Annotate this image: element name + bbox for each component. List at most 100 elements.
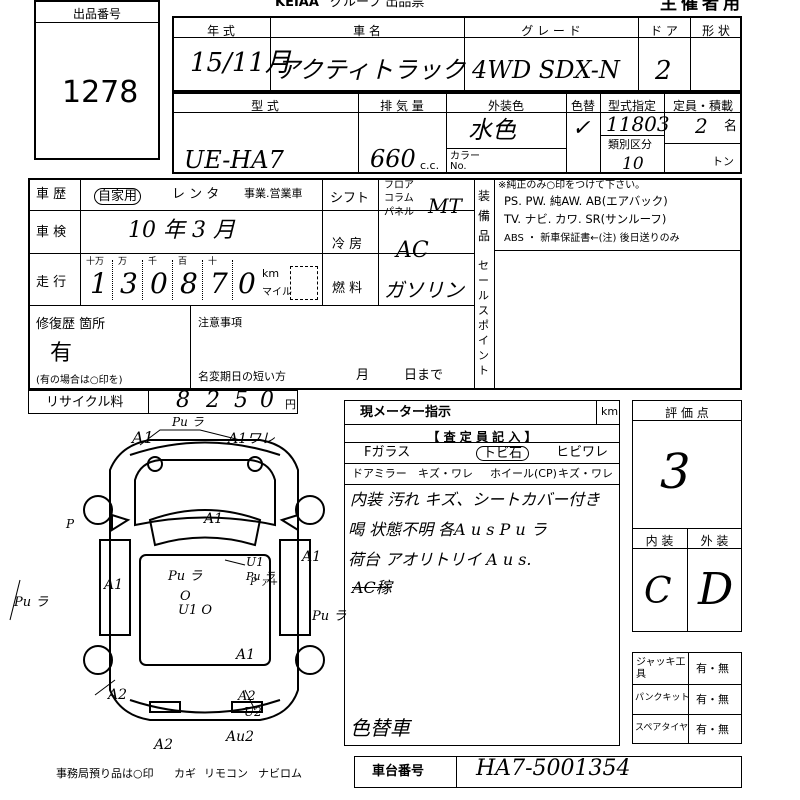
ac-label: 冷 房 <box>332 237 363 252</box>
damage-mark-13: P ァ+ <box>250 577 279 588</box>
load-unit: トン <box>712 155 734 168</box>
exterior-grade: D <box>698 564 734 615</box>
class-label: 類別区分 <box>608 138 652 151</box>
inspector-header: 【 査 定 員 記 入 】 <box>427 430 537 444</box>
puncture-value[interactable]: 有・無 <box>696 693 729 706</box>
color-change-label: 色替 <box>570 99 595 113</box>
mileage-unit-mile: マイル <box>262 287 292 298</box>
equipment-note: ※純正のみ○印をつけて下さい。 <box>498 180 646 191</box>
damage-mark-21: Au2 <box>226 729 255 745</box>
color-label: 外装色 <box>487 99 524 113</box>
repair-note: (有の場合は○印を) <box>36 375 123 386</box>
damage-mark-6: A1 <box>104 577 124 593</box>
capacity-unit: 名 <box>724 119 738 134</box>
mirror-label: ドアミラー <box>352 467 407 480</box>
shift-label: シフト <box>330 191 370 206</box>
glass-chip[interactable]: トビ石 <box>476 446 530 461</box>
history-table <box>28 178 742 390</box>
name-change-month: 月 <box>356 368 370 383</box>
displacement-value: 660 <box>370 145 416 173</box>
capacity-value: 2 <box>695 114 708 138</box>
damage-mark-2: Pu ラ <box>172 415 204 429</box>
shift-opt-column: コラム <box>384 193 414 204</box>
type-label: 型 式 <box>251 99 279 113</box>
office-item-key: カギ <box>174 767 196 780</box>
comment-4: AC稼 <box>352 578 392 597</box>
damage-mark-9: U1 O <box>178 603 213 618</box>
name-value: アクティトラック <box>276 56 466 84</box>
glass-label: Fガラス <box>364 445 411 460</box>
equipment-line-2: TV. ナビ. カワ. SR(サンルーフ) <box>504 212 667 226</box>
doors-label: ド ア <box>650 24 678 38</box>
model-spec-label: 型式指定 <box>607 99 656 113</box>
shift-value: MT <box>428 194 462 218</box>
damage-mark-5: A1 <box>204 511 224 527</box>
interior-label: 内 装 <box>645 534 674 548</box>
damage-mark-1: A1 <box>132 428 154 447</box>
lot-label: 出品番号 <box>72 7 121 21</box>
doc-title: グループ 出品票 <box>330 0 425 10</box>
recycle-digits: 8 2 5 0 <box>176 388 274 413</box>
year-label: 年 式 <box>207 24 235 38</box>
lot-box <box>34 0 160 160</box>
office-note: 事務局預り品は○印 <box>56 767 154 780</box>
ac-value: AC <box>396 238 429 263</box>
damage-mark-11: U1 <box>246 555 264 569</box>
damage-mark-14: A1 <box>236 647 256 663</box>
mileage-label: 走 行 <box>36 275 67 290</box>
damage-mark-15: Pu ラ <box>14 595 49 610</box>
history-opt-private[interactable]: 自家用 <box>94 188 142 205</box>
mileage-check-box[interactable] <box>290 266 318 300</box>
equipment-line-1: PS. PW. 純AW. AB(エアバック) <box>504 194 668 208</box>
grade-value: 4WD SDX-N <box>472 56 620 84</box>
model-spec-value: 11803 <box>606 112 670 136</box>
office-item-navirom: ナビロム <box>258 767 302 780</box>
wheel-options[interactable]: キズ・ワレ <box>558 467 613 480</box>
glass-crack[interactable]: ヒビワレ <box>556 445 609 460</box>
exterior-label: 外 装 <box>700 534 729 548</box>
inspection-value: 10 年 3 月 <box>128 218 235 243</box>
jack-value[interactable]: 有・無 <box>696 662 729 675</box>
spare-value[interactable]: 有・無 <box>696 723 729 736</box>
name-label: 車 名 <box>353 24 381 38</box>
spare-label: スペアタイヤ <box>635 723 689 733</box>
office-item-remote: リモコン <box>204 767 248 780</box>
damage-mark-18: A2 <box>238 689 256 704</box>
shift-opt-floor: フロア <box>384 180 414 191</box>
shape-label: 形 状 <box>702 24 730 38</box>
fuel-label: 燃 料 <box>332 281 363 296</box>
sales-point-label: セールスポイント <box>478 259 489 377</box>
mileage-unit-km: km <box>262 267 280 280</box>
model-table <box>172 92 742 174</box>
chassis-label: 車台番号 <box>372 764 425 779</box>
damage-mark-12: Pu ラ <box>246 570 275 583</box>
damage-mark-8: O <box>180 589 191 604</box>
color-change-value: ✓ <box>572 116 591 141</box>
damage-mark-3: A1ワレ <box>228 431 276 447</box>
sheet-label: 主催者用 <box>660 0 744 14</box>
equipment-line-3: ABS ・ 新車保証書←(注) 後日送りのみ <box>504 233 680 244</box>
history-label: 車 歴 <box>36 187 67 202</box>
meter-unit: km <box>601 405 619 418</box>
damage-mark-4: P <box>66 517 75 531</box>
history-opt-rental[interactable]: レ ン タ <box>172 187 220 202</box>
puncture-label: パンクキット <box>635 693 690 703</box>
name-change-label: 名変期日の短い方 <box>198 370 286 383</box>
fuel-value: ガソリン <box>384 278 464 302</box>
color-no-label: カラー No. <box>450 151 480 172</box>
doors-value: 2 <box>655 56 672 86</box>
mileage-digits: 十万 万 千 百 十 1 3 0 8 7 0 <box>86 257 256 300</box>
damage-mark-10: A1 <box>302 549 322 565</box>
car-table <box>172 16 742 92</box>
damage-mark-19: U2 <box>244 705 262 719</box>
mirror-options[interactable]: キズ・ワレ <box>418 467 473 480</box>
damage-mark-17: A2 <box>108 687 128 703</box>
grade-label: グ レ ー ド <box>521 24 581 38</box>
recycle-label: リサイクル料 <box>46 395 124 410</box>
recycle-unit: 円 <box>285 398 296 411</box>
inspection-label: 車 検 <box>36 225 67 240</box>
rating-score: 3 <box>660 444 691 500</box>
type-value: UE-HA7 <box>184 146 284 174</box>
history-opt-business[interactable]: 事業.営業車 <box>244 187 303 200</box>
damage-mark-20: A2 <box>154 737 174 753</box>
